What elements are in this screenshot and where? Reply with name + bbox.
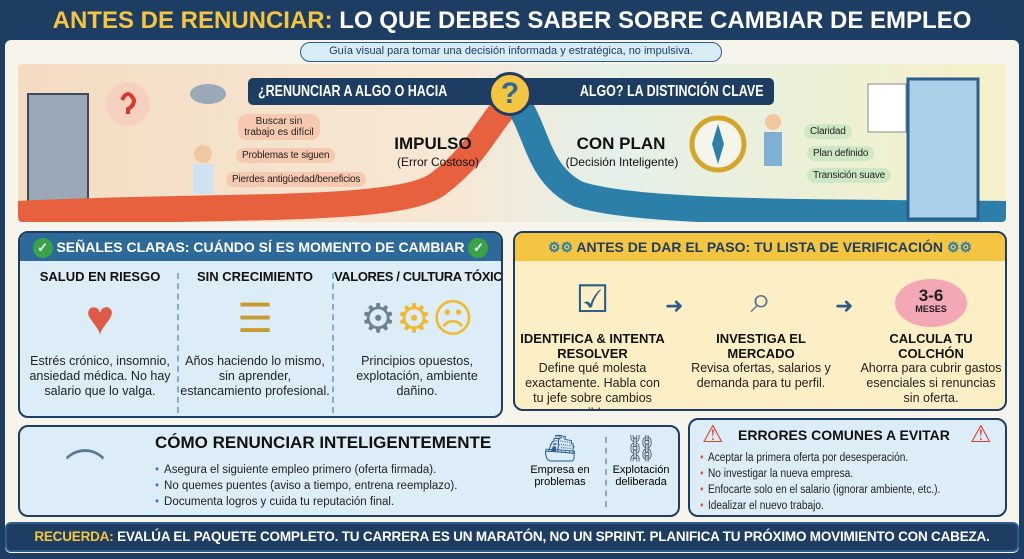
question-mark-icon: ? [488, 72, 532, 116]
checklist-handshake-icon: ☑ [575, 279, 610, 321]
sinking-ship-icon: ⛴ [543, 433, 577, 463]
plan-pill: Plan definido [807, 146, 875, 161]
checklist-panel: ⚙⚙ ANTES DE DAR EL PASO: TU LISTA DE VER… [513, 231, 1007, 411]
plan-road [506, 96, 1006, 222]
broken-chain-icon: ⛓ [624, 433, 658, 463]
error-item: Enfocarte solo en el salario (ignorar am… [700, 482, 940, 498]
check-icon: ✓ [32, 238, 53, 259]
warning-icon: ⚠ [702, 421, 724, 448]
howto-panel: ⌒ CÓMO RENUNCIAR INTELIGENTEMENTE Asegur… [18, 425, 680, 517]
arrow-right-icon: ➜ [835, 293, 854, 318]
impulse-subtitle: (Error Costoso) [396, 155, 479, 169]
plan-title: CON PLAN [576, 134, 666, 153]
arrow-right-icon: ➜ [665, 293, 684, 318]
broken-heart-icon: ♥ [85, 292, 115, 345]
howto-item: Asegura el siguiente empleo primero (ofe… [155, 462, 457, 478]
warning-icon: ⚠ [970, 421, 992, 448]
ladder-icon: ☰ [237, 297, 273, 341]
page-title: ANTES DE RENUNCIAR: LO QUE DEBES SABER S… [52, 7, 972, 34]
storm-cloud-icon [190, 84, 226, 104]
impulse-pill: Pierdes antigüedad/beneficios [226, 172, 367, 187]
errors-panel: ⚠ ERRORES COMUNES A EVITAR ⚠ Aceptar la … [688, 418, 1007, 517]
check-icon: ✓ [468, 238, 489, 259]
open-door-icon [906, 77, 980, 221]
howto-item: No quemes puentes (aviso a tiempo, entre… [155, 478, 457, 494]
gears-icon: ⚙⚙ [946, 239, 973, 255]
howto-item: Documenta logros y cuida tu reputación f… [155, 494, 457, 510]
signals-panel: ✓ SEÑALES CLARAS: CUÁNDO SÍ ES MOMENTO D… [18, 231, 503, 418]
road-illustration [18, 77, 1006, 222]
plan-pill: Claridad [804, 124, 852, 139]
telescope-icon: ⌕ [750, 279, 772, 321]
footer-reminder: RECUERDA: EVALÚA EL PAQUETE COMPLETO. TU… [5, 522, 1019, 552]
running-man-icon [194, 145, 212, 163]
signals-header: ✓ SEÑALES CLARAS: CUÁNDO SÍ ES MOMENTO D… [20, 233, 501, 261]
signal-culture: VALORES / CULTURA TÓXICA⚙⚙☹Principios op… [334, 269, 503, 398]
plan-pill: Transición suave [807, 168, 892, 183]
impulse-road [18, 94, 518, 222]
error-item: Aceptar la primera oferta por desesperac… [700, 450, 940, 466]
exception-exploitation: ⛓Explotación deliberada [606, 433, 676, 488]
question-bubble-icon [106, 82, 150, 126]
certificate-icon [867, 83, 907, 133]
signal-growth: SIN CRECIMIENTO☰Años haciendo lo mismo, … [180, 269, 330, 398]
error-item: Idealizar el nuevo trabajo. [700, 498, 940, 514]
error-item: No investigar la nueva empresa. [700, 466, 940, 482]
impulse-title: IMPULSO [394, 134, 472, 153]
plan-subtitle: (Decisión Inteligente) [565, 155, 679, 169]
walking-man-icon [765, 114, 781, 130]
signal-health: SALUD EN RIESGO♥Estrés crónico, insomnio… [25, 269, 175, 399]
sad-gears-icon: ⚙⚙☹ [360, 297, 474, 341]
impulse-pill: Buscar sin trabajo es difícil [238, 114, 320, 140]
office-building-icon [27, 93, 89, 205]
howto-title: CÓMO RENUNCIAR INTELIGENTEMENTE [155, 433, 492, 452]
errors-title: ERRORES COMUNES A EVITAR [738, 427, 950, 443]
gears-icon: ⚙⚙ [547, 239, 574, 255]
checklist-header: ⚙⚙ ANTES DE DAR EL PASO: TU LISTA DE VER… [515, 233, 1005, 261]
bridge-handshake-icon: ⌒ [65, 448, 105, 492]
subtitle: Guía visual para tomar una decisión info… [300, 42, 722, 62]
exception-company: ⛴Empresa en problemas [520, 433, 600, 488]
impulse-pill: Problemas te siguen [236, 148, 336, 163]
